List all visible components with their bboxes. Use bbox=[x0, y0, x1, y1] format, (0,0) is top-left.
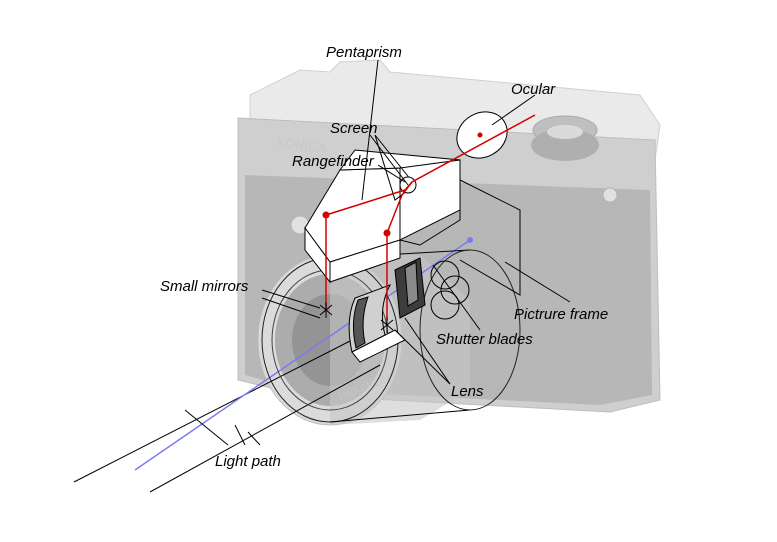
label-screen: Screen bbox=[330, 120, 378, 137]
label-light-path: Light path bbox=[215, 453, 281, 470]
label-shutter-blades: Shutter blades bbox=[436, 331, 533, 348]
light-path-rays bbox=[73, 339, 381, 493]
label-lens: Lens bbox=[451, 383, 484, 400]
small-mirror-markers bbox=[319, 302, 394, 333]
lens-assembly bbox=[261, 249, 521, 423]
camera-brand-text: KONICA bbox=[276, 134, 328, 156]
leader-lines bbox=[184, 59, 571, 446]
rangefinder-light-path bbox=[325, 114, 536, 320]
label-rangefinder: Rangefinder bbox=[292, 153, 375, 170]
rangefinder-nodes bbox=[322, 132, 483, 237]
label-pentaprism: Pentaprism bbox=[326, 44, 402, 61]
label-small-mirrors: Small mirrors bbox=[160, 278, 249, 295]
camera-photo: KONICA HEXANON bbox=[237, 59, 661, 426]
label-ocular: Ocular bbox=[511, 81, 556, 98]
label-picture-frame: Pictrure frame bbox=[514, 306, 608, 323]
